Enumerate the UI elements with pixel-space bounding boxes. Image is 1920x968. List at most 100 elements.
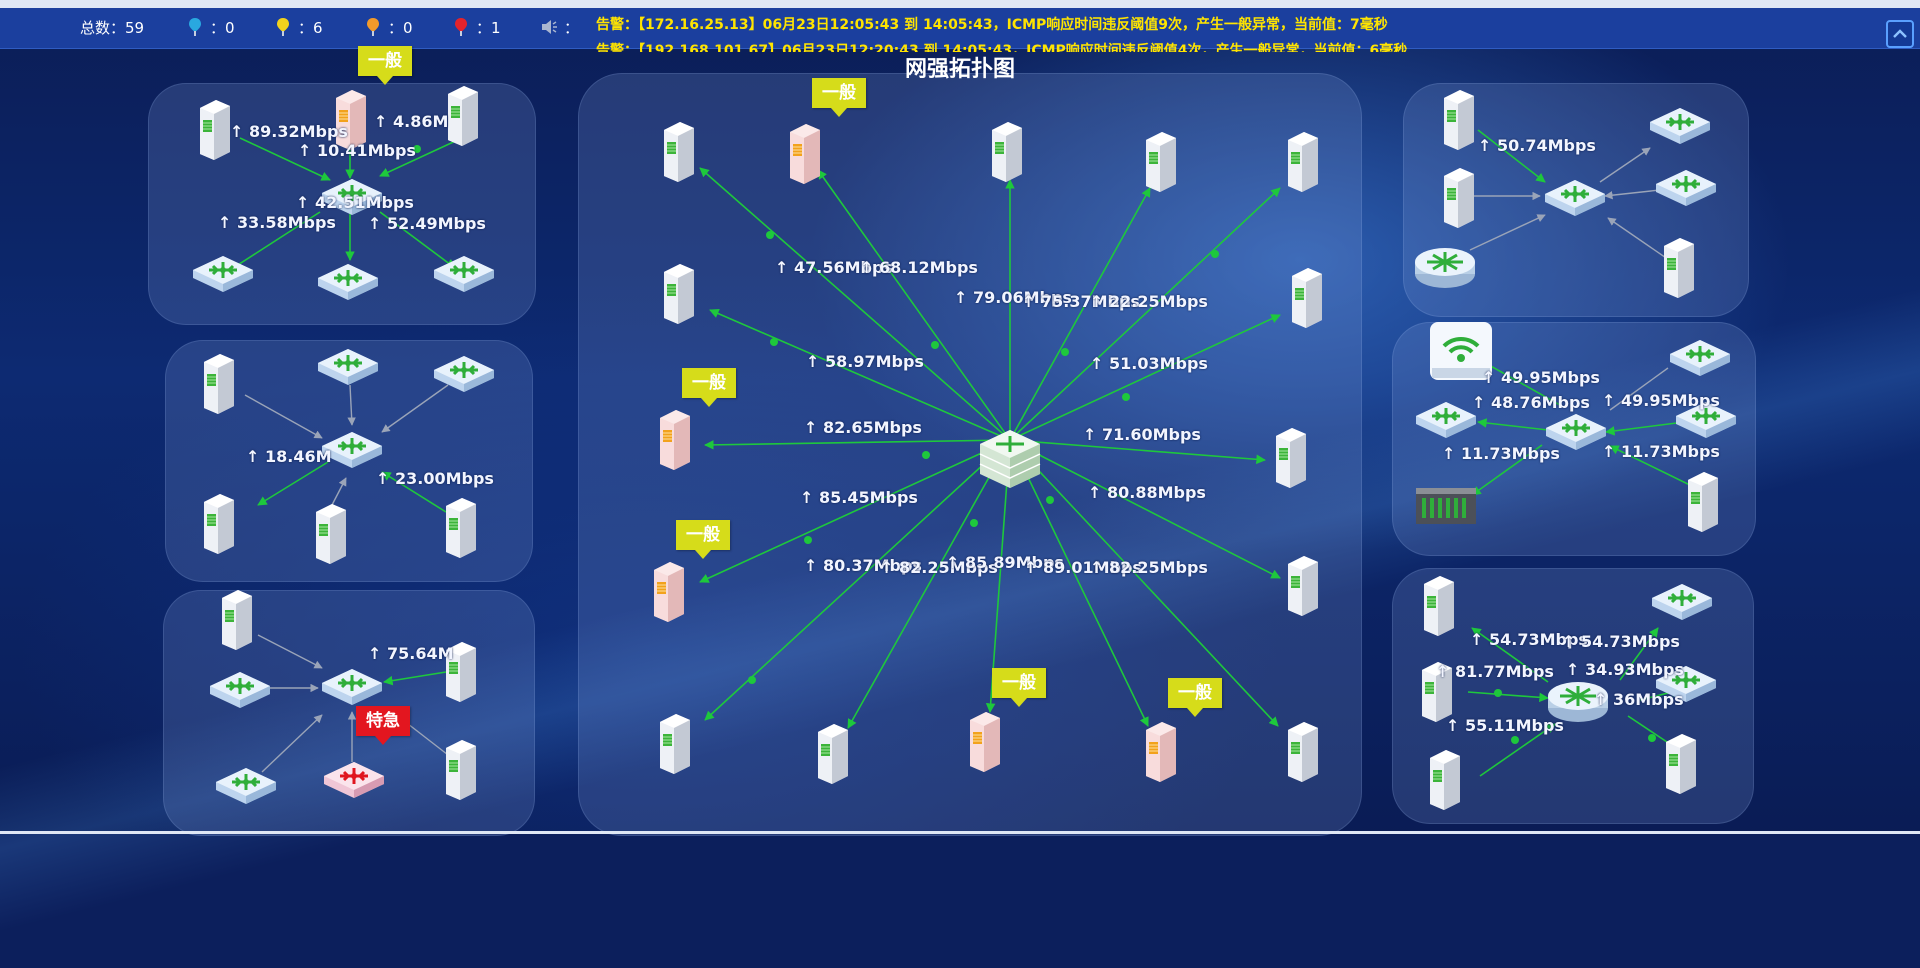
server-icon[interactable] (1423, 575, 1455, 637)
switch-icon[interactable] (214, 766, 278, 806)
link-bandwidth-label: ↑ 82.25Mbps (1090, 558, 1208, 577)
server-icon[interactable] (1287, 721, 1319, 783)
link-br-3 (1619, 627, 1659, 681)
link-ml-4 (331, 477, 347, 506)
server-rack-icon[interactable] (1416, 488, 1476, 524)
link-center-13 (847, 439, 1011, 729)
alert-server-icon[interactable] (1145, 721, 1177, 783)
server-icon[interactable] (445, 739, 477, 801)
link-bandwidth-label: ↑ 42.51Mbps (296, 193, 414, 212)
server-icon[interactable] (1275, 427, 1307, 489)
server-icon[interactable] (203, 353, 235, 415)
server-icon[interactable] (1443, 89, 1475, 151)
server-icon[interactable] (659, 713, 691, 775)
link-tr-6 (1477, 129, 1546, 183)
topology-title: 网强拓扑图 (904, 57, 1015, 82)
link-tr-3 (1599, 147, 1651, 183)
server-icon[interactable] (1663, 237, 1695, 299)
link-bandwidth-label: ↑ 89.01Mbps (1024, 558, 1142, 577)
link-mr-6 (1609, 367, 1669, 411)
link-bandwidth-label: ↑ 22.25Mbps (1090, 292, 1208, 311)
link-dots (413, 145, 1656, 744)
switch-icon[interactable] (1650, 582, 1714, 622)
alarm-tag-normal[interactable]: 一般 (1168, 678, 1222, 717)
switch-icon[interactable] (316, 347, 380, 387)
alarm-message-2[interactable]: 告警：【192.168.101.67】06月23日12:20:43 到 14:0… (596, 43, 1408, 59)
link-ml-1 (244, 394, 323, 439)
server-icon[interactable] (221, 589, 253, 651)
link-center-5 (1009, 187, 1281, 441)
alert-server-icon[interactable] (653, 561, 685, 623)
switch-icon[interactable] (432, 354, 496, 394)
alarm-tag-normal[interactable]: 一般 (992, 668, 1046, 707)
link-center-7 (1009, 314, 1281, 441)
server-icon[interactable] (203, 493, 235, 555)
link-center-12 (704, 439, 1011, 721)
link-center-4 (1009, 187, 1151, 441)
link-bandwidth-label: ↑ 4.86M (374, 112, 449, 131)
link-tl-2 (379, 137, 463, 177)
link-bandwidth-label: ↑ 54.73Mbps (1470, 630, 1588, 649)
link-bandwidth-label: ↑ 18.46M (246, 447, 332, 466)
server-icon[interactable] (1287, 555, 1319, 617)
server-icon[interactable] (663, 263, 695, 325)
collapse-button[interactable] (1886, 20, 1914, 48)
server-icon[interactable] (315, 503, 347, 565)
switch-icon[interactable] (1668, 338, 1732, 378)
server-icon[interactable] (1665, 733, 1697, 795)
alarm-message-1[interactable]: 告警：【172.16.25.13】06月23日12:05:43 到 14:05:… (596, 17, 1388, 33)
link-mr-1 (1477, 418, 1549, 431)
server-icon[interactable] (817, 723, 849, 785)
switch-icon[interactable] (1648, 106, 1712, 146)
alert-server-icon[interactable] (969, 711, 1001, 773)
switch-icon[interactable] (208, 670, 272, 710)
server-icon[interactable] (199, 99, 231, 161)
link-tl-4 (229, 211, 321, 271)
core-switch-icon[interactable] (978, 428, 1042, 490)
link-center-10 (699, 439, 1011, 583)
link-ml-5 (257, 461, 329, 506)
switch-icon[interactable] (432, 254, 496, 294)
link-br-1 (1471, 627, 1549, 683)
alarm-tag-normal[interactable]: 一般 (682, 368, 736, 407)
server-icon[interactable] (1443, 167, 1475, 229)
switch-icon[interactable] (1543, 178, 1607, 218)
server-icon[interactable] (1287, 131, 1319, 193)
yellow-count: ：6 (298, 19, 323, 37)
link-bandwidth-label: ↑ 11.73Mbps (1442, 444, 1560, 463)
server-icon[interactable] (445, 497, 477, 559)
server-icon[interactable] (447, 85, 479, 147)
link-bandwidth-label: ↑ 33.58Mbps (218, 213, 336, 232)
router-icon[interactable] (1413, 246, 1477, 290)
link-bandwidth-label: ↑ 49.95Mbps (1482, 368, 1600, 387)
server-icon[interactable] (1687, 471, 1719, 533)
alert-server-icon[interactable] (789, 123, 821, 185)
alarm-tag-normal[interactable]: 一般 (358, 46, 412, 85)
speaker-icon[interactable] (540, 18, 558, 36)
alarm-tag-normal[interactable]: 一般 (812, 78, 866, 117)
alert-server-icon[interactable] (659, 409, 691, 471)
server-icon[interactable] (991, 121, 1023, 183)
server-icon[interactable] (1291, 267, 1323, 329)
link-bandwidth-label: ↑ 11.73Mbps (1602, 442, 1720, 461)
link-tr-4 (1604, 189, 1661, 200)
alert-switch-icon[interactable] (322, 760, 386, 800)
link-bandwidth-label: ↑ 55.11Mbps (1446, 716, 1564, 735)
link-tr-2 (1469, 214, 1546, 251)
red-count: ：1 (476, 19, 501, 37)
link-bandwidth-label: ↑ 89.32Mbps (230, 122, 348, 141)
bottom-border (0, 831, 1920, 834)
switch-icon[interactable] (320, 667, 384, 707)
link-center-6 (709, 309, 1011, 441)
alarm-tag-urgent[interactable]: 特急 (356, 706, 410, 745)
switch-icon[interactable] (1654, 168, 1718, 208)
switch-icon[interactable] (316, 262, 380, 302)
alarm-tag-normal[interactable]: 一般 (676, 520, 730, 559)
server-icon[interactable] (1145, 131, 1177, 193)
link-center-16 (1009, 439, 1279, 727)
link-bandwidth-label: ↑ 47.56Mbps (775, 258, 893, 277)
server-icon[interactable] (1429, 749, 1461, 811)
link-tl-1 (239, 137, 331, 181)
server-icon[interactable] (663, 121, 695, 183)
switch-icon[interactable] (1414, 400, 1478, 440)
